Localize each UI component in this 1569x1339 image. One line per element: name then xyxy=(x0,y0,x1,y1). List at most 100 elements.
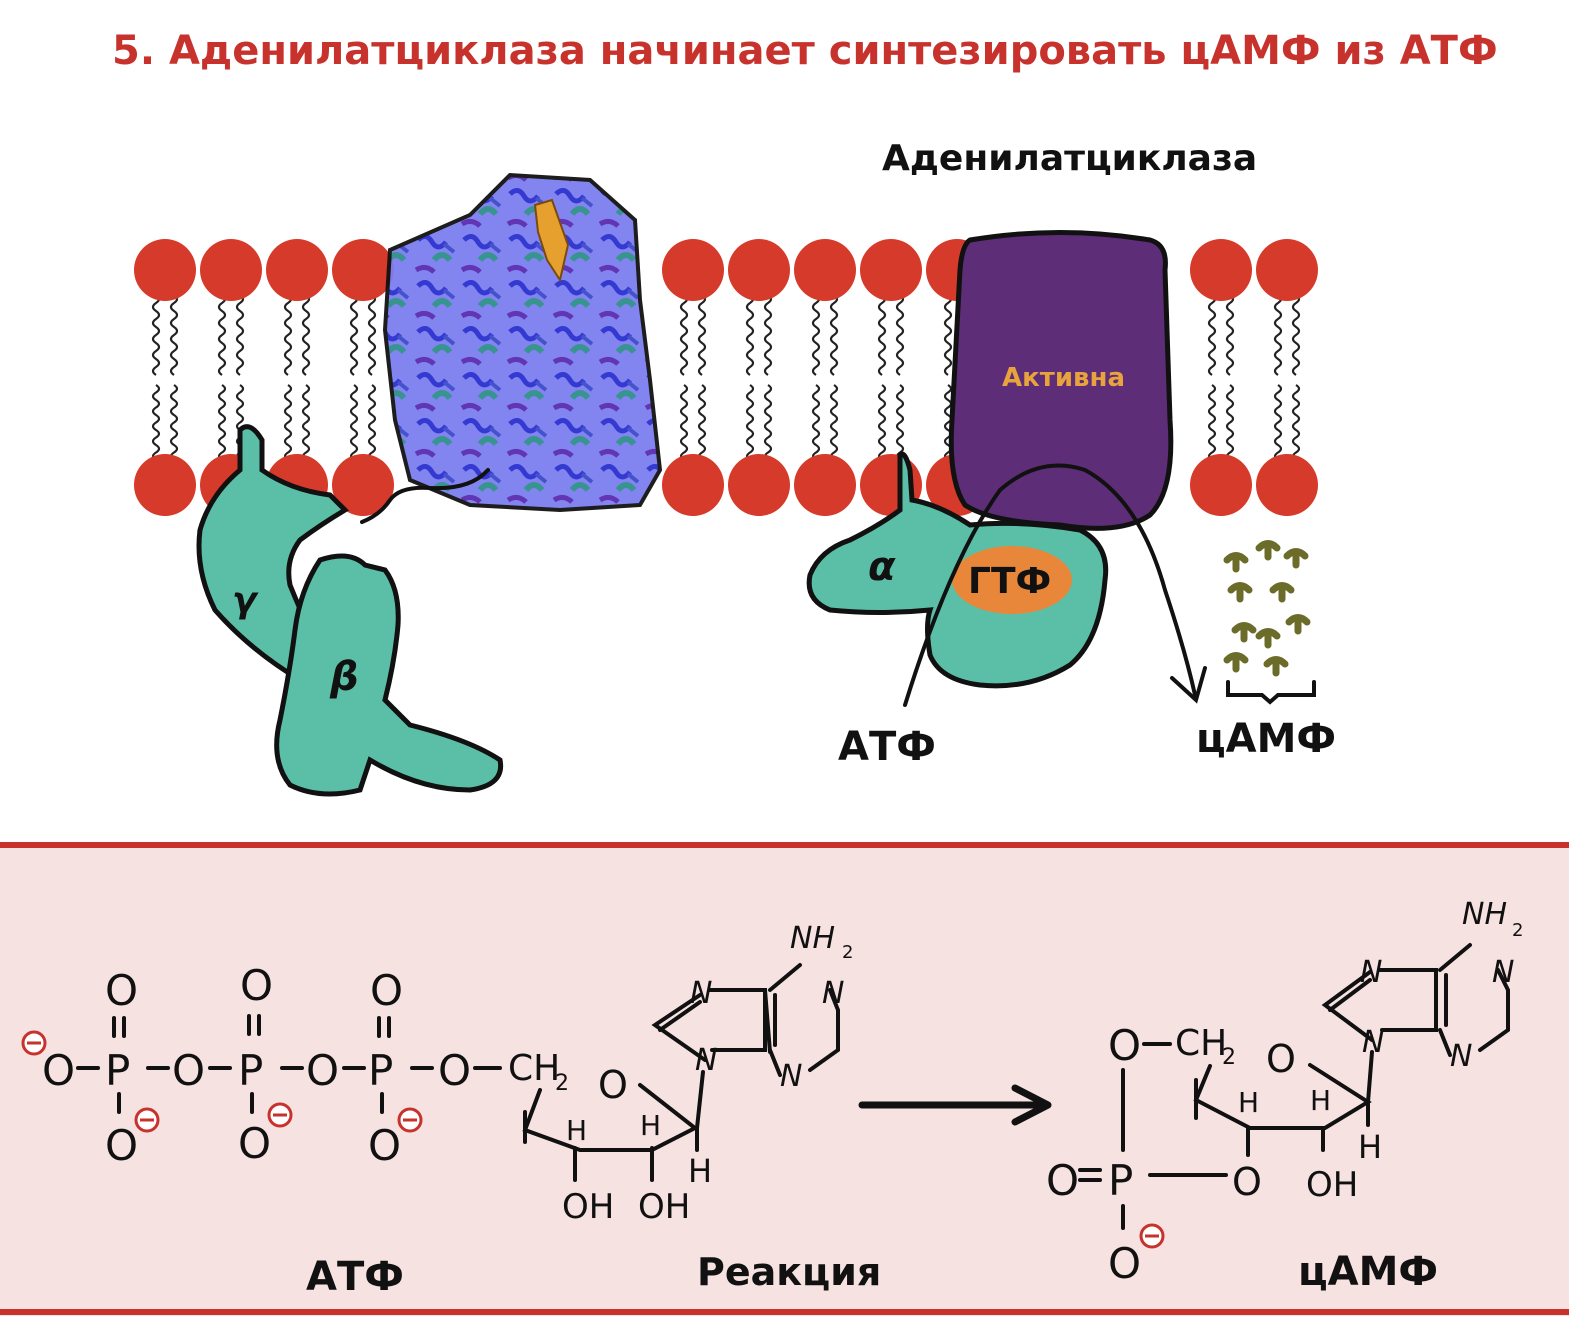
lipid-tail xyxy=(1291,294,1301,376)
camp-name-label: цАМФ xyxy=(1298,1249,1438,1295)
atom-o: O xyxy=(370,966,403,1015)
alpha-subunit-label: α xyxy=(868,544,896,590)
lipid-head xyxy=(728,454,790,516)
lipid-tail xyxy=(151,294,161,376)
lipid-tail xyxy=(367,294,377,376)
lipid-tail xyxy=(235,294,245,376)
lipid-tail xyxy=(349,294,359,376)
lipid-tail xyxy=(679,294,689,376)
atp-substrate-label: АТФ xyxy=(838,724,936,770)
lipid-tail xyxy=(697,384,707,461)
lipid-tail xyxy=(1207,384,1217,461)
lipid-tail xyxy=(679,384,689,461)
lipid-tail xyxy=(367,384,377,461)
camp-brace: цАМФ xyxy=(1196,680,1336,762)
camp-molecule-icon xyxy=(1255,628,1281,649)
atom-o: O xyxy=(1108,1239,1141,1288)
atp-name-label: АТФ xyxy=(306,1254,404,1300)
lipid-head xyxy=(1256,239,1318,301)
atom-ch2: CH xyxy=(508,1048,560,1089)
atom-ch2: CH xyxy=(1175,1023,1227,1064)
lipid-tail xyxy=(1291,384,1301,461)
lipid-tail xyxy=(151,384,161,461)
lipid-head xyxy=(860,239,922,301)
lipid-tail xyxy=(349,384,359,461)
atom-h: H xyxy=(1358,1128,1382,1166)
atom-h: H xyxy=(688,1152,712,1190)
camp-molecule-icon xyxy=(1283,548,1309,569)
lipid-tail xyxy=(1225,294,1235,376)
atom-h: H xyxy=(1238,1086,1259,1119)
lipid-tail xyxy=(217,384,227,461)
lipid-tail xyxy=(895,384,905,461)
lipid-tail xyxy=(811,294,821,376)
lipid-tail xyxy=(877,384,887,461)
amino-group: NH xyxy=(790,921,835,956)
atom-o: O xyxy=(598,1063,628,1107)
lipid-tail xyxy=(763,384,773,461)
atom-o: O xyxy=(306,1046,339,1095)
lipid-tail xyxy=(697,294,707,376)
atom-n: N xyxy=(1492,955,1514,990)
enzyme-state-label: Активна xyxy=(1002,363,1125,393)
camp-product-label: цАМФ xyxy=(1196,716,1336,762)
lipid-tail xyxy=(169,384,179,461)
hydroxyl-group: OH xyxy=(562,1187,614,1227)
atom-p: P xyxy=(238,1046,263,1095)
lipid-tail xyxy=(895,294,905,376)
atom-p: P xyxy=(368,1046,393,1095)
beta-subunit-label: β xyxy=(329,654,359,700)
lipid-tail xyxy=(1273,294,1283,376)
atom-n: N xyxy=(1360,955,1382,990)
atom-o: O xyxy=(368,1121,401,1170)
atom-n: N xyxy=(695,1043,717,1078)
atom-n: N xyxy=(1450,1039,1472,1074)
lipid-head xyxy=(200,239,262,301)
lipid-tail xyxy=(877,294,887,376)
lipid-head xyxy=(1190,454,1252,516)
atp-structure: O P O P O P O CH 2 O O O O O O O xyxy=(21,921,853,1300)
adenylate-cyclase: Аденилатциклаза Активна xyxy=(882,138,1257,531)
gamma-subunit-label: γ xyxy=(232,580,259,621)
subscript-2: 2 xyxy=(1222,1045,1236,1070)
lipid-head xyxy=(662,454,724,516)
lipid-tail xyxy=(763,294,773,376)
g-protein-beta-gamma: γ β xyxy=(196,424,504,797)
camp-molecule-icon xyxy=(1223,652,1249,673)
adenylate-cyclase-label: Аденилатциклаза xyxy=(882,138,1257,179)
atom-o: O xyxy=(240,961,273,1010)
lipid-tail xyxy=(811,384,821,461)
atom-o: O xyxy=(438,1046,471,1095)
g-protein-alpha: α ГТФ xyxy=(806,451,1109,689)
atom-o: O xyxy=(172,1046,205,1095)
camp-molecule-icon xyxy=(1269,582,1295,603)
lipid-head xyxy=(332,454,394,516)
lipid-head xyxy=(134,454,196,516)
atom-o: O xyxy=(42,1046,75,1095)
lipid-tail xyxy=(829,384,839,461)
atom-o: O xyxy=(1266,1037,1296,1081)
atom-h: H xyxy=(566,1114,587,1147)
atom-o: O xyxy=(1232,1160,1262,1204)
reaction-label: Реакция xyxy=(697,1250,881,1294)
gtp-icon xyxy=(952,546,1072,614)
atom-n: N xyxy=(690,976,712,1011)
atom-n: N xyxy=(780,1059,802,1094)
lipid-head xyxy=(134,239,196,301)
atom-p: P xyxy=(1108,1156,1133,1205)
lipid-head xyxy=(728,239,790,301)
lipid-tail xyxy=(1225,384,1235,461)
lipid-head xyxy=(332,239,394,301)
receptor-protein xyxy=(360,172,663,524)
conversion-arrow: АТФ xyxy=(838,463,1207,770)
reaction-arrow: Реакция xyxy=(697,1084,1052,1294)
lipid-tail xyxy=(1207,294,1217,376)
lipid-head xyxy=(662,239,724,301)
lipid-tail xyxy=(301,384,311,461)
camp-particles xyxy=(1223,540,1311,677)
camp-molecule-icon xyxy=(1231,622,1257,643)
camp-molecule-icon xyxy=(1263,656,1289,677)
lipid-tail xyxy=(943,294,953,376)
